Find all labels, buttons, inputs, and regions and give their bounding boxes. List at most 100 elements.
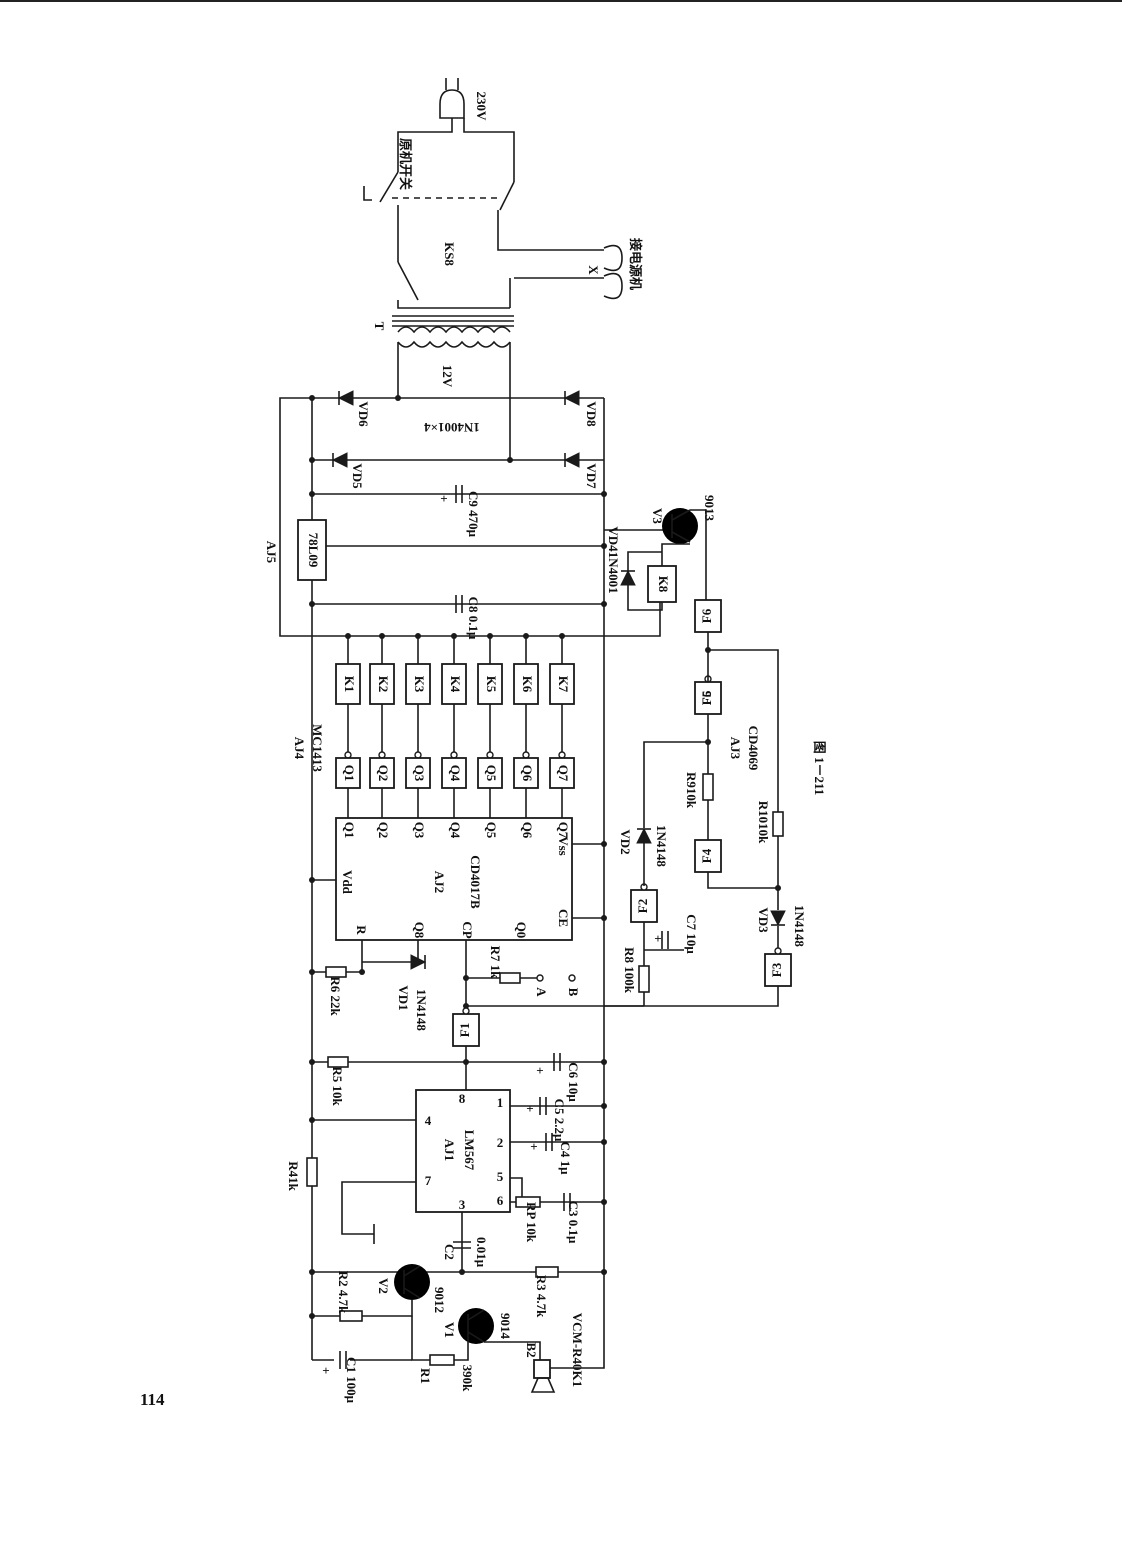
relay-k5	[477, 663, 503, 705]
wire-switch-out	[497, 210, 514, 251]
junction-dot	[523, 633, 529, 639]
junction-dot	[601, 491, 607, 497]
junction-dot	[601, 1103, 607, 1109]
transistor-v3	[662, 508, 698, 544]
driver-channel-label: Q4	[448, 765, 463, 782]
junction-dot	[507, 457, 513, 463]
resistor-r5-label: R5 10k	[330, 1066, 345, 1106]
diode-vd6	[337, 390, 354, 406]
resistor-r3-label: R3 4.7k	[534, 1275, 549, 1318]
wire-relay-supply	[279, 397, 661, 637]
junction-dot	[309, 969, 315, 975]
transistor-v2-ref: V2	[376, 1278, 391, 1294]
regulator-ref-label: AJ5	[264, 541, 279, 564]
transistor-v3	[671, 531, 691, 543]
mains-voltage-label: 230V	[474, 92, 489, 122]
gate-f1-label: F1	[457, 1023, 472, 1037]
junction-dot	[601, 543, 607, 549]
junction-dot	[359, 969, 365, 975]
junction-dot	[601, 601, 607, 607]
driver-channel-2	[369, 757, 395, 789]
wire-vd4	[627, 551, 663, 611]
relay-k4-label: K4	[448, 676, 463, 693]
relay-contact-ks8	[397, 261, 419, 301]
capacitor-c9-label: C9 470μ	[466, 491, 481, 538]
junction-dot	[345, 633, 351, 639]
gate-f3-bubble	[774, 947, 782, 955]
capacitor-c4-plus: +	[530, 1139, 537, 1154]
junction-dot	[601, 1269, 607, 1275]
wire-v3-base	[690, 509, 707, 604]
wire-vd2-out	[643, 741, 708, 828]
diode-vd3-ref: VD3	[756, 907, 771, 933]
wire-mic-ground	[550, 1360, 605, 1369]
diode-vd2-part: 1N4148	[654, 825, 669, 867]
junction-dot	[451, 633, 457, 639]
driver-channel-6	[513, 757, 539, 789]
junction-dot	[601, 1139, 607, 1145]
relay-k7-label: K7	[556, 676, 571, 693]
driver-ref-label: AJ4	[292, 737, 307, 760]
capacitor-c1-label: C1 100μ	[344, 1357, 359, 1404]
page-top-rule	[0, 0, 1122, 2]
decoder-pin-5: 5	[497, 1169, 504, 1184]
driver-channel-label: Q5	[484, 765, 499, 782]
junction-dot	[601, 1199, 607, 1205]
bridge-part-label: 1N4001×4	[424, 420, 480, 435]
terminal-b	[568, 974, 576, 982]
decoder-pin-1: 1	[497, 1095, 504, 1110]
capacitor-c2-value: 0.01μ	[474, 1237, 489, 1268]
gate-f6	[694, 599, 722, 633]
load-symbol	[603, 272, 623, 300]
load-terminal-label: X	[586, 265, 601, 275]
terminal-b-label: B	[566, 988, 581, 997]
transistor-v1	[467, 1309, 485, 1321]
driver-channel-4	[441, 757, 467, 789]
resistor-r6	[325, 966, 347, 978]
resistor-r4-label: R41k	[286, 1161, 301, 1191]
relay-k8	[647, 565, 677, 603]
diode-vd1-ref: VD1	[396, 985, 411, 1010]
diode-vd6-label: VD6	[356, 401, 371, 427]
junction-dot	[309, 1117, 315, 1123]
diode-vd1-part: 1N4148	[414, 989, 429, 1031]
driver-channel-label: Q3	[412, 765, 427, 782]
mains-plug	[439, 89, 465, 119]
wire-rp	[510, 1177, 523, 1202]
junction-dot	[601, 1059, 607, 1065]
regulator-part-label: 78L09	[306, 533, 321, 568]
driver-channel-label: Q1	[342, 765, 357, 782]
driver-output-bubble	[414, 751, 422, 759]
transformer-label: T	[372, 322, 387, 331]
wire-f1-f3	[466, 986, 779, 1007]
junction-dot	[559, 633, 565, 639]
transistor-v1-ref: V1	[442, 1322, 457, 1338]
junction-dot	[705, 647, 711, 653]
wire-r1	[454, 1338, 469, 1361]
transformer-secondary-label: 12V	[440, 365, 455, 388]
junction-dot	[309, 1313, 315, 1319]
capacitor-c2-ref: C2	[442, 1244, 457, 1260]
inverter-part-label: CD4069	[746, 726, 761, 771]
driver-channel-3	[405, 757, 431, 789]
relay-k6	[513, 663, 539, 705]
decoder-part-label: LM567	[462, 1130, 477, 1171]
power-switch-blade	[379, 171, 399, 203]
transistor-v1	[458, 1308, 494, 1344]
counter-pin-label: Q6	[520, 822, 535, 839]
driver-output-bubble	[486, 751, 494, 759]
resistor-r6-label: R6 22k	[328, 976, 343, 1016]
resistor-r7-label: R7 1k	[488, 946, 503, 980]
inverter-ref-label: AJ3	[728, 737, 743, 760]
capacitor-c6-label: C6 10μ	[566, 1062, 581, 1102]
wire-decoder-pin7	[341, 1181, 416, 1235]
gate-f2-label: F2	[635, 899, 650, 913]
diode-vd3	[770, 910, 786, 927]
wire-vd1	[362, 940, 419, 963]
regulator-78l09	[297, 519, 327, 581]
counter-pin-label: Q3	[412, 822, 427, 839]
counter-pin-label: Q7	[556, 822, 571, 839]
junction-dot	[415, 633, 421, 639]
terminal-a	[536, 974, 544, 982]
